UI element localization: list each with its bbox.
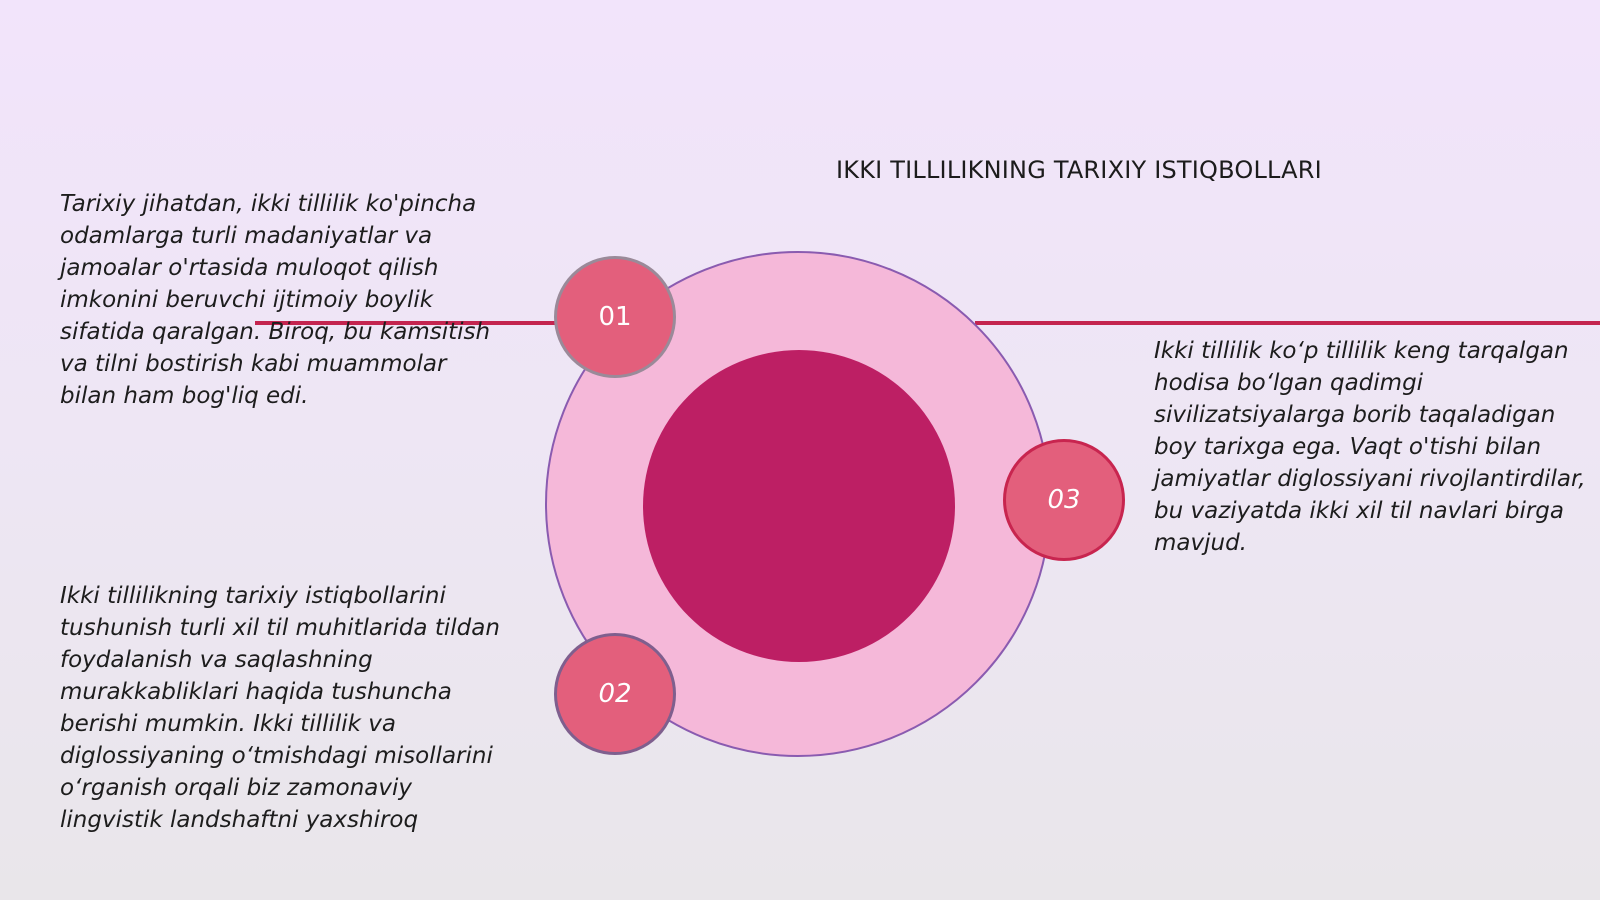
- paragraph-left-bottom: Ikki tillilikning tarixiy istiqbollarini…: [60, 583, 500, 833]
- node-02: 02: [554, 633, 676, 755]
- node-01: 01: [554, 256, 676, 378]
- accent-line-right: [975, 321, 1600, 325]
- slide-title: IKKI TILLILIKNING TARIXIY ISTIQBOLLARI: [836, 156, 1322, 184]
- accent-line-left: [255, 321, 555, 325]
- node-03: 03: [1003, 439, 1125, 561]
- paragraph-left-top: Tarixiy jihatdan, ikki tillilik ko'pinch…: [60, 191, 491, 409]
- inner-core-circle: [643, 350, 955, 662]
- paragraph-right: Ikki tillilik koʻp tillilik keng tarqalg…: [1154, 338, 1586, 556]
